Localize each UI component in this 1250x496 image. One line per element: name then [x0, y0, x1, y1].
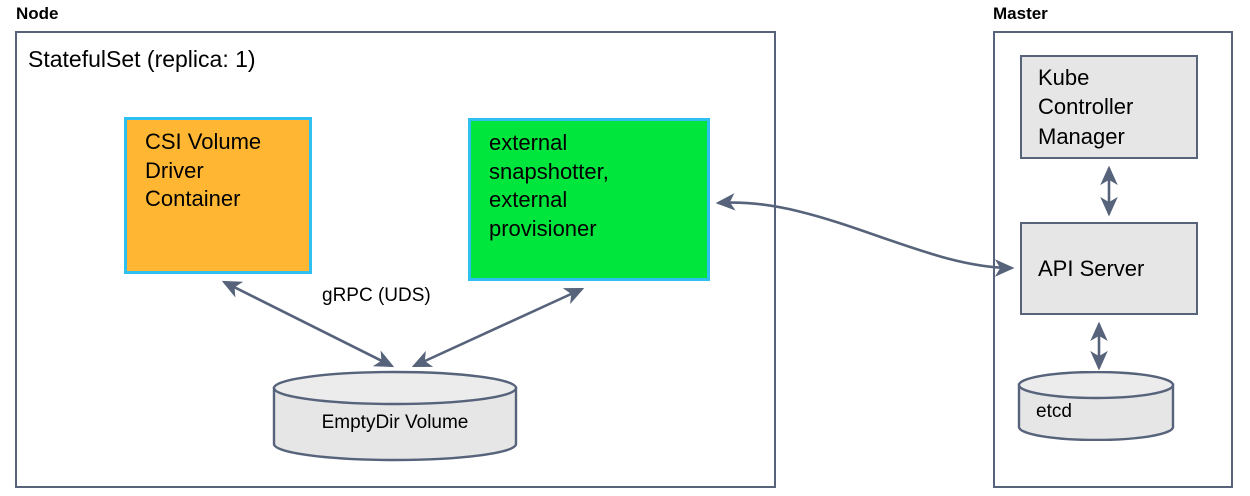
statefulset-caption: StatefulSet (replica: 1): [28, 46, 256, 72]
master-group-label: Master: [993, 4, 1048, 23]
storage-etcd[interactable]: etcd: [1017, 371, 1175, 441]
edge-label-grpc-uds: gRPC (UDS): [322, 285, 431, 306]
component-csi-volume-driver-container[interactable]: CSI Volume Driver Container: [124, 117, 312, 274]
storage-emptydir-volume-label: EmptyDir Volume: [321, 412, 469, 433]
component-external-sidecars[interactable]: external snapshotter, external provision…: [468, 118, 710, 281]
storage-emptydir-volume[interactable]: EmptyDir Volume: [272, 370, 518, 462]
component-kube-controller-manager[interactable]: Kube Controller Manager: [1020, 55, 1198, 159]
node-group-label: Node: [16, 4, 59, 23]
cylinder-shape: [1017, 371, 1175, 441]
component-api-server[interactable]: API Server: [1020, 222, 1198, 315]
cylinder-shape: [272, 370, 518, 462]
storage-etcd-label: etcd: [1036, 401, 1072, 422]
